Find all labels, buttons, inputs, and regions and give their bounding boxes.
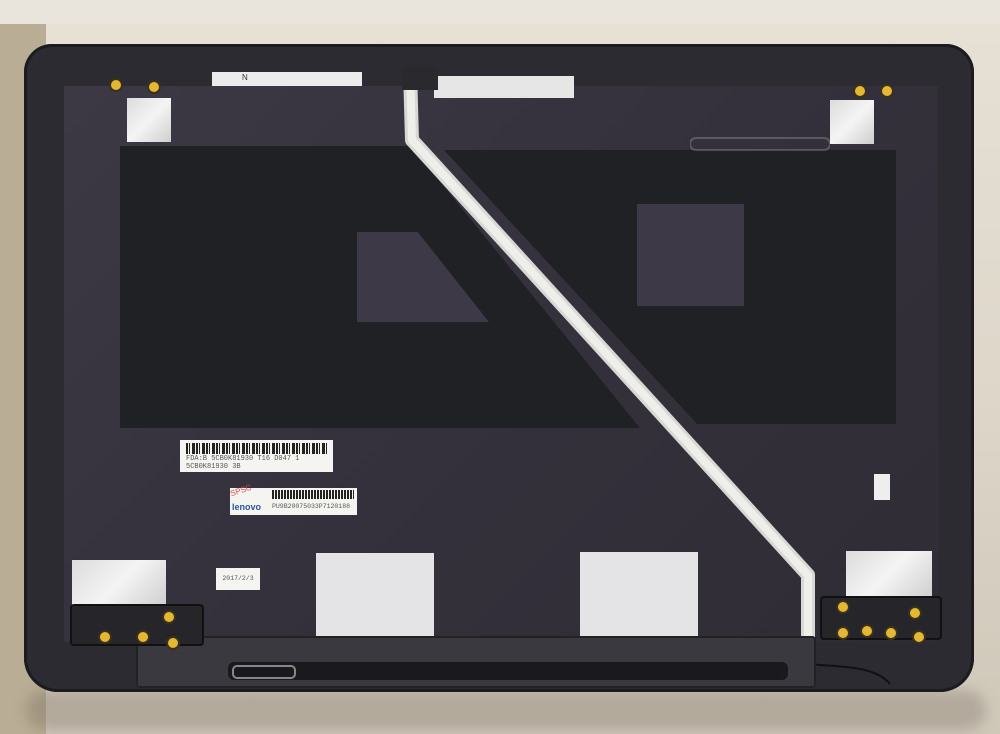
screw — [838, 602, 848, 612]
serial-line-2: 5CB0K81930 3B — [186, 463, 241, 471]
screw — [855, 86, 865, 96]
lenovo-part-label: lenovo PU9B20075033P7120188 — [230, 488, 357, 515]
tape-letter: N — [242, 73, 248, 82]
screw — [862, 626, 872, 636]
tape-hinge-top-left — [127, 98, 171, 142]
small-sticker — [874, 474, 890, 500]
screw — [838, 628, 848, 638]
cover-shadow — [26, 690, 986, 730]
microphone-gasket — [232, 665, 296, 679]
barcode — [272, 490, 354, 499]
pad-cutout-square — [637, 204, 744, 306]
part-number: PU9B20075033P7120188 — [272, 503, 351, 510]
barcode — [186, 443, 327, 454]
screw — [164, 612, 174, 622]
antenna-slot — [228, 662, 788, 680]
screw — [100, 632, 110, 642]
hinge-bracket-left — [70, 604, 204, 646]
screw — [914, 632, 924, 642]
tape-hinge-bottom-right — [846, 551, 932, 597]
screw — [149, 82, 159, 92]
tape-hinge-bottom-left — [72, 560, 166, 606]
screw — [168, 638, 178, 648]
screw — [111, 80, 121, 90]
tape-top-left: N — [212, 72, 362, 86]
foam-pad-left — [316, 553, 434, 641]
date-sticker: 2017/2/3 — [216, 568, 260, 590]
tape-hinge-top-right — [830, 100, 874, 144]
serial-number-label: FDA:B 5CB0K81930 T16 D047 1 5CB0K81930 3… — [180, 440, 333, 472]
serial-line-1: FDA:B 5CB0K81930 T16 D047 1 — [186, 455, 300, 463]
screw — [910, 608, 920, 618]
foam-pad-right — [580, 552, 698, 642]
screw — [886, 628, 896, 638]
screw — [882, 86, 892, 96]
embossed-logo — [690, 137, 830, 151]
tape-top-center — [434, 76, 574, 98]
cardboard-fold — [0, 0, 1000, 24]
brand-logo-text: lenovo — [232, 502, 262, 512]
screw — [138, 632, 148, 642]
